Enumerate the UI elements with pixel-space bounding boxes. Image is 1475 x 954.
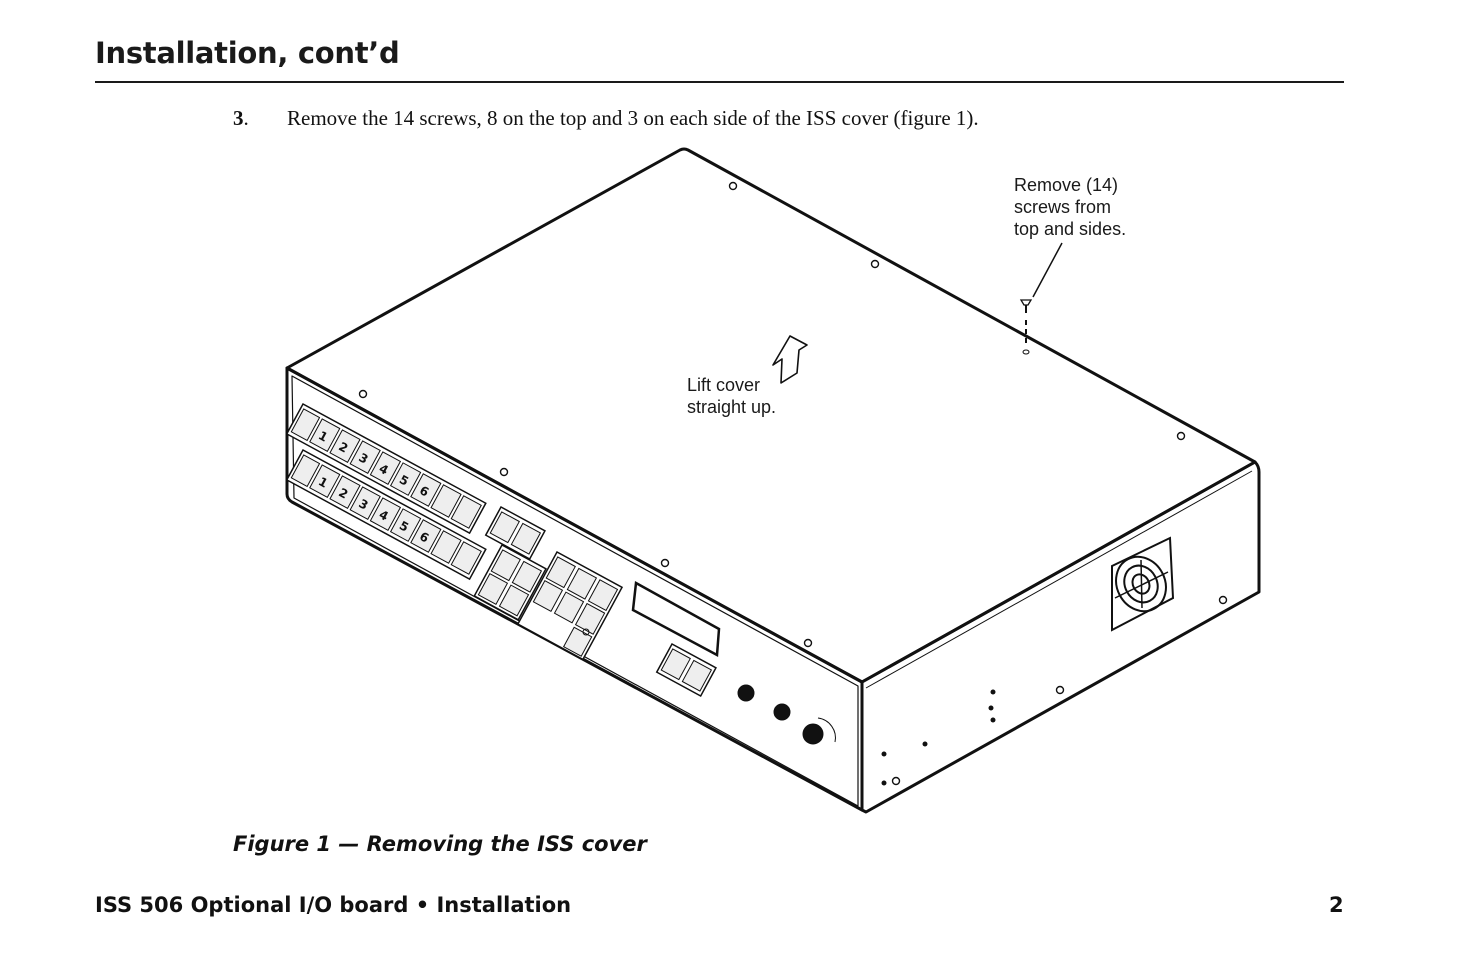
fan-grille-icon: [1111, 536, 1175, 632]
screw-removal-icon: [1019, 242, 1063, 355]
iss-device-drawing: 12 34 56 12 34 56: [285, 147, 1261, 814]
callout-lift-cover: Lift cover straight up.: [687, 374, 776, 418]
front-panel: [285, 366, 864, 812]
lift-arrow-icon: [772, 335, 808, 384]
callout-line: Remove (14): [1014, 175, 1119, 195]
step-text: Remove the 14 screws, 8 on the top and 3…: [287, 106, 979, 130]
callout-remove-screws: Remove (14) screws from top and sides.: [1014, 174, 1126, 240]
adjust-knob-icons: [737, 684, 836, 745]
lcd-display: [631, 580, 721, 658]
heading-rule: [95, 81, 1344, 83]
front-panel-controls: 12 34 56 12 34 56: [285, 402, 721, 697]
step-number-dot: .: [243, 106, 249, 130]
step-number: 3.: [233, 106, 249, 131]
section-heading: Installation, cont’d: [95, 36, 400, 70]
screw-icons: [358, 181, 1228, 786]
step-number-value: 3: [233, 106, 244, 130]
callout-line: Lift cover: [687, 375, 761, 395]
footer-title: ISS 506 Optional I/O board • Installatio…: [95, 893, 572, 917]
figure-caption: Figure 1 — Removing the ISS cover: [233, 832, 647, 856]
callout-line: screws from: [1014, 197, 1112, 217]
callout-line: straight up.: [687, 397, 777, 417]
top-cover: [285, 147, 1257, 684]
side-panel: [860, 460, 1261, 814]
callout-line: top and sides.: [1014, 219, 1127, 239]
page-number: 2: [1329, 893, 1344, 917]
